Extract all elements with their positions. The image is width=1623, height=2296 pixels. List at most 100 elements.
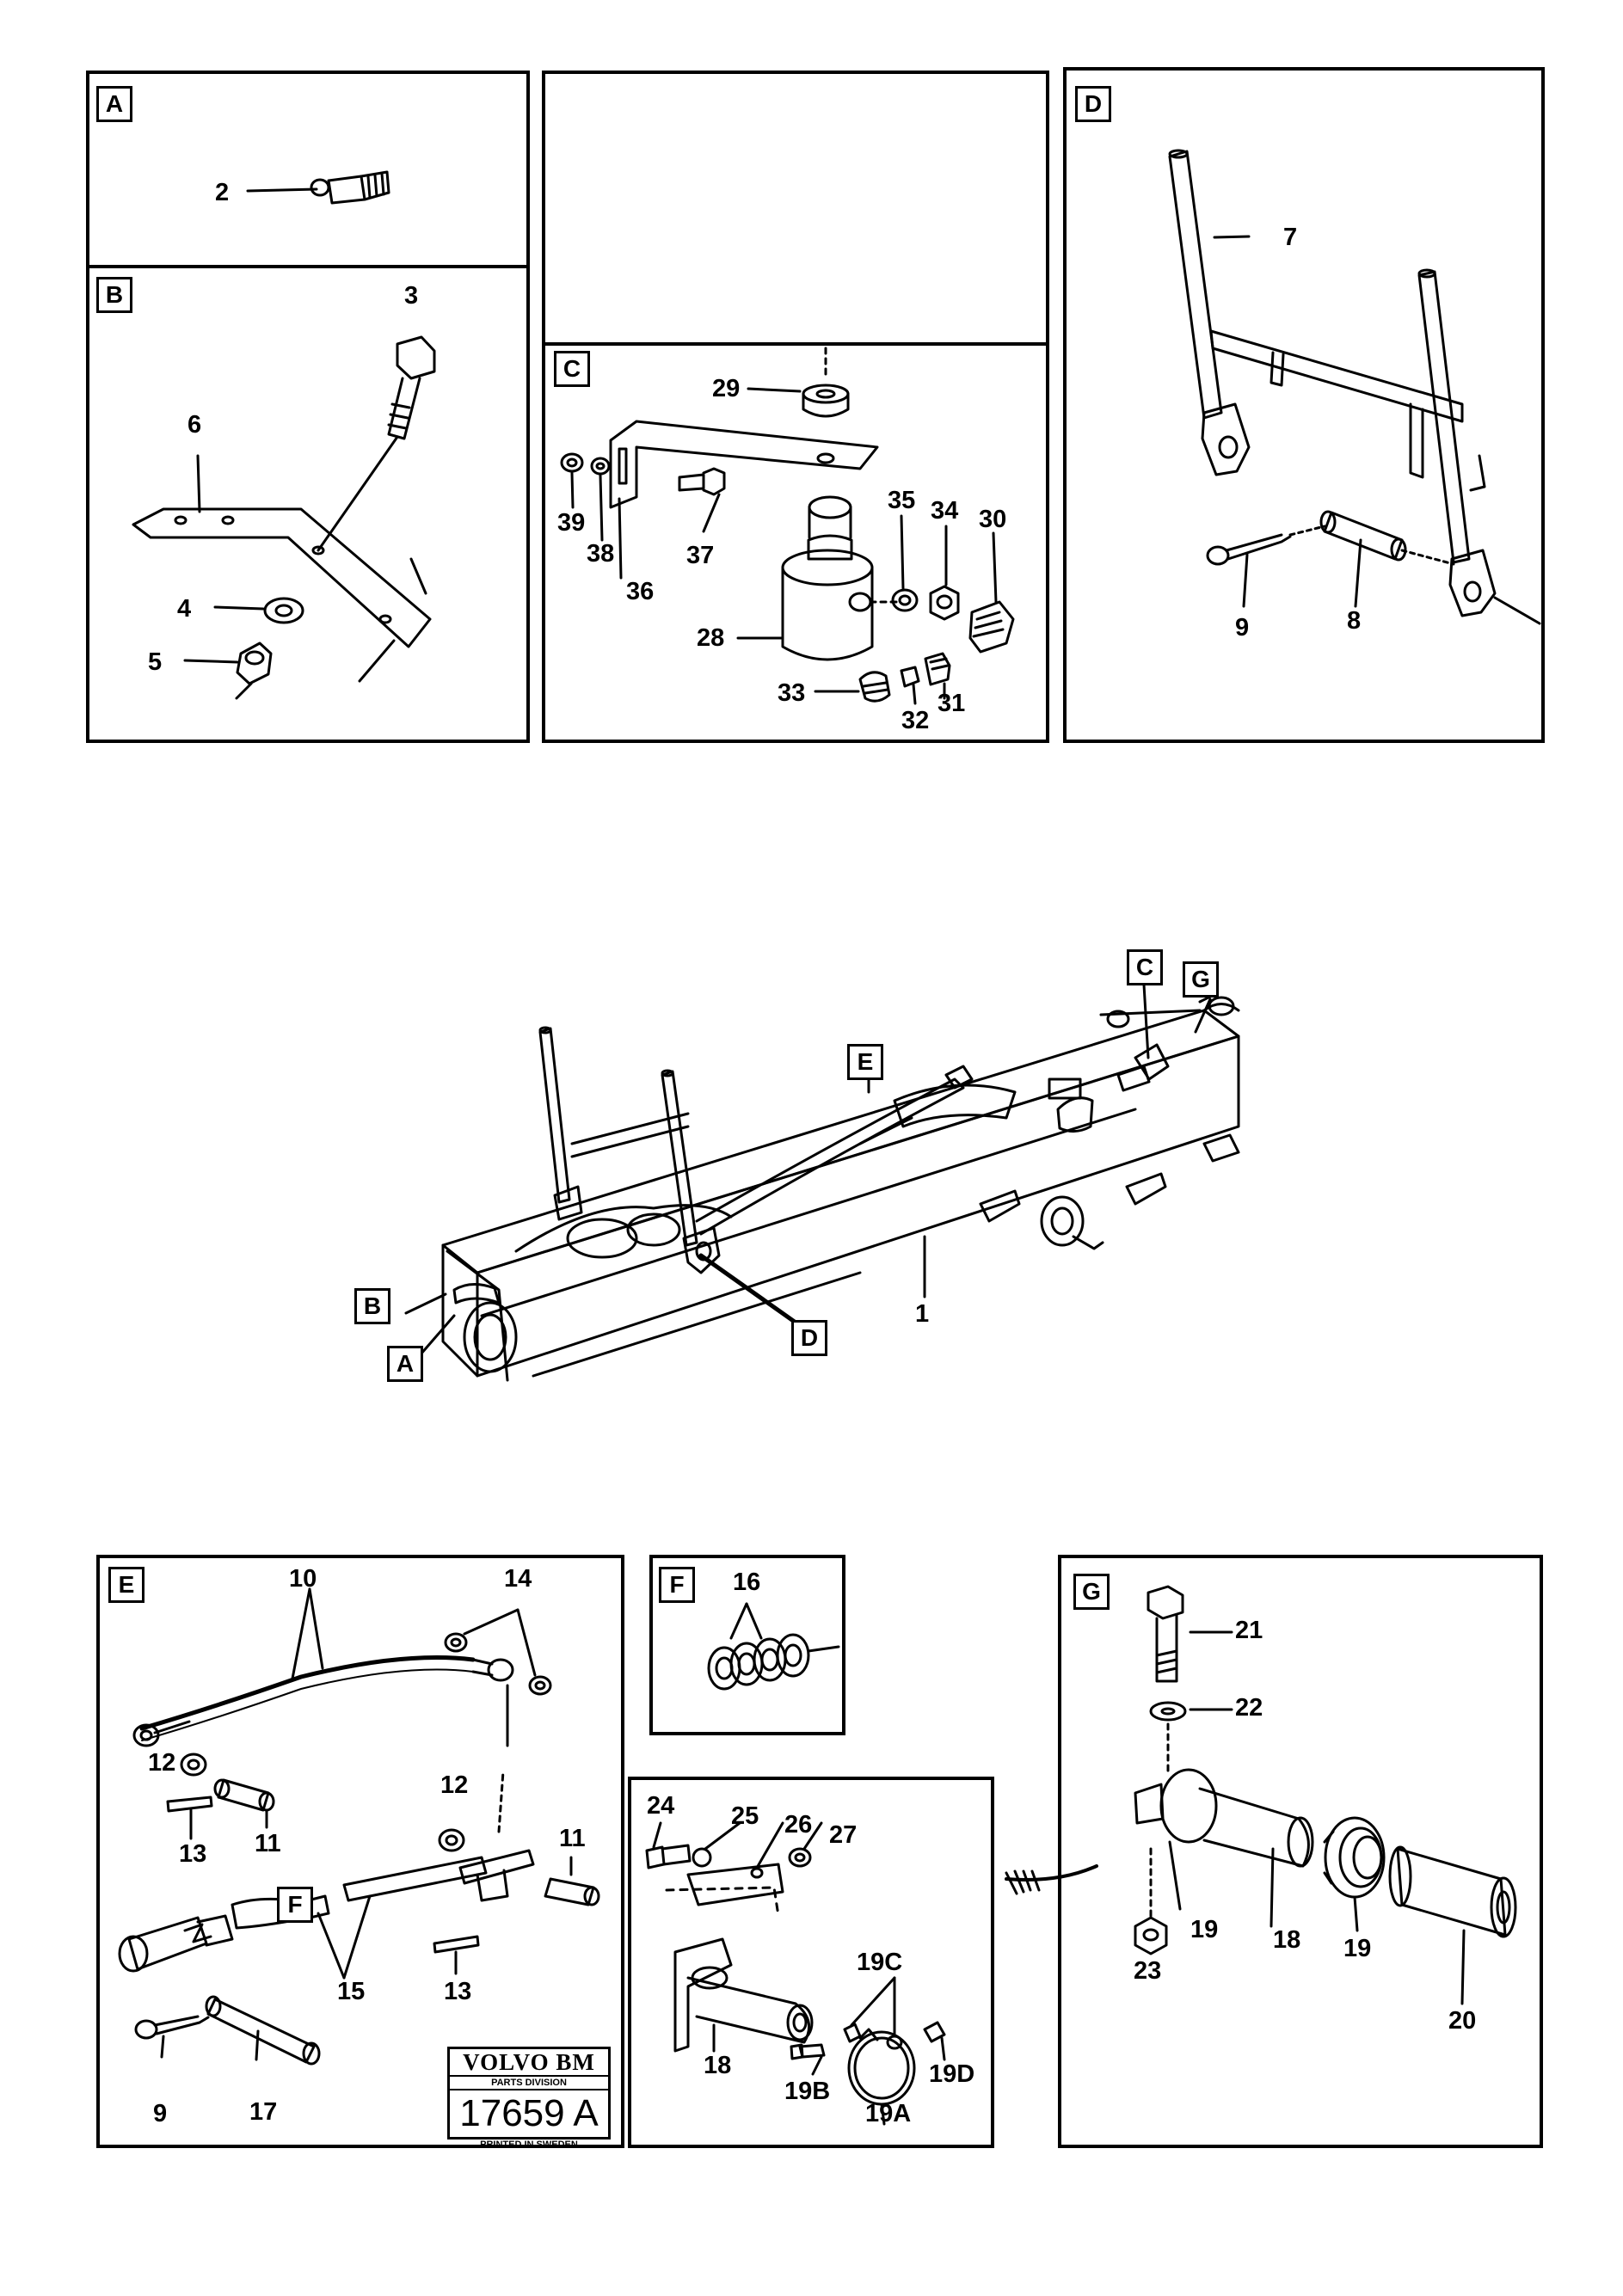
- callout-32: 32: [901, 707, 930, 734]
- panel-tag-b: B: [96, 277, 132, 313]
- callout-35: 35: [888, 487, 916, 514]
- callout-27: 27: [829, 1821, 858, 1849]
- callout-18-mid: 18: [704, 2052, 732, 2079]
- sub-tag-f: F: [277, 1887, 313, 1923]
- part-18-pivot-drawing: [1134, 1768, 1314, 1928]
- callout-17: 17: [249, 2098, 278, 2126]
- part-19-circlip-drawing: [790, 1976, 946, 2126]
- main-tag-d: D: [791, 1320, 827, 1356]
- callout-13-b: 13: [444, 1978, 472, 2005]
- part-39-38-washers-drawing: [560, 452, 611, 542]
- part-18-bracket-pin-drawing: [673, 1937, 814, 2053]
- part-2-bolt-drawing: [246, 170, 390, 205]
- callout-19b: 19B: [784, 2078, 831, 2105]
- callout-28: 28: [697, 624, 725, 652]
- callout-39: 39: [557, 509, 586, 537]
- callout-16: 16: [733, 1569, 761, 1596]
- part-28-cylinder-drawing: [736, 495, 898, 661]
- part-17-pin-drawing: [205, 1995, 321, 2066]
- callout-19a: 19A: [865, 2100, 912, 2127]
- panel-d: [1063, 67, 1545, 743]
- panel-tag-e: E: [108, 1567, 144, 1603]
- part-34-nut-drawing: [929, 525, 960, 621]
- main-levers-drawing: [538, 991, 1219, 1274]
- callout-5: 5: [148, 648, 163, 676]
- part-11-pin-drawing: [213, 1778, 600, 1906]
- callout-10: 10: [289, 1565, 317, 1593]
- callout-38: 38: [587, 540, 615, 568]
- part-13-pins-drawing: [166, 1796, 480, 1975]
- panel-c: [542, 342, 1049, 743]
- stamp-printed: PRINTED IN SWEDEN: [480, 2139, 578, 2150]
- callout-20: 20: [1448, 2007, 1477, 2035]
- callout-19c: 19C: [857, 1949, 903, 1976]
- part-24-27-hardware-drawing: [645, 1821, 823, 1918]
- pointer-arrow-drawing: [1005, 1864, 1098, 1895]
- callout-14: 14: [504, 1565, 532, 1593]
- panel-tag-g: G: [1073, 1574, 1110, 1610]
- part-3-bolt-drawing: [317, 335, 436, 552]
- callout-36: 36: [626, 578, 655, 605]
- callout-24: 24: [647, 1792, 675, 1820]
- stamp-division: PARTS DIVISION: [450, 2077, 608, 2090]
- main-tag-a: A: [387, 1346, 423, 1382]
- callout-15: 15: [337, 1978, 366, 2005]
- part-6-bracket-drawing: [132, 454, 432, 683]
- part-30-fitting-drawing: [968, 531, 1015, 654]
- callout-13-a: 13: [179, 1840, 207, 1868]
- callout-11-b: 11: [559, 1825, 586, 1852]
- callout-4: 4: [177, 595, 192, 623]
- part-22-washer-drawing: [1149, 1701, 1233, 1773]
- part-10-cable-drawing: [132, 1587, 514, 1747]
- main-leader-lines-drawing: [404, 983, 1212, 1362]
- panel-e: [96, 1555, 624, 2148]
- panel-tag-d: D: [1075, 86, 1111, 122]
- part-23-nut-drawing: [1134, 1847, 1168, 1955]
- panel-f: [649, 1555, 845, 1735]
- main-frame-drawing: [441, 996, 1240, 1382]
- callout-3: 3: [404, 282, 419, 310]
- part-36-bracket-drawing: [609, 420, 879, 580]
- main-tag-b: B: [354, 1288, 390, 1324]
- callout-12-b: 12: [440, 1771, 469, 1799]
- callout-34: 34: [931, 497, 959, 525]
- stamp-brand: VOLVO BM: [450, 2049, 608, 2077]
- part-9-cotter-pin-drawing-e: [134, 2015, 210, 2059]
- callout-7: 7: [1283, 224, 1298, 251]
- callout-22: 22: [1235, 1694, 1263, 1722]
- panel-mid: [628, 1777, 994, 2148]
- callout-19d: 19D: [929, 2060, 975, 2088]
- panel-tag-f: F: [659, 1567, 695, 1603]
- callout-8: 8: [1347, 607, 1362, 635]
- main-tag-g: G: [1183, 961, 1219, 998]
- part-37-bolt-drawing: [678, 467, 726, 533]
- callout-11-a: 11: [255, 1830, 281, 1857]
- callout-21: 21: [1235, 1617, 1263, 1644]
- part-16-bushing-drawing: [118, 1914, 234, 1973]
- callout-37: 37: [686, 542, 715, 569]
- part-16-seals-drawing: [707, 1602, 840, 1691]
- panel-b: [86, 265, 530, 743]
- volvo-bm-stamp: VOLVO BM PARTS DIVISION 17659 A PRINTED …: [447, 2047, 611, 2150]
- part-35-ring-drawing: [891, 514, 919, 612]
- callout-9: 9: [1235, 614, 1250, 642]
- panel-tag-a: A: [96, 86, 132, 122]
- part-20-bushing-drawing: [1388, 1845, 1517, 2005]
- part-21-bolt-drawing: [1147, 1585, 1233, 1683]
- callout-19-g-a: 19: [1190, 1916, 1219, 1943]
- panel-tag-c: C: [554, 351, 590, 387]
- callout-19-g-b: 19: [1343, 1935, 1372, 1962]
- callout-12-a: 12: [148, 1749, 176, 1777]
- callout-26: 26: [784, 1811, 813, 1839]
- callout-1: 1: [915, 1300, 930, 1328]
- panel-g: [1058, 1555, 1543, 2148]
- part-14-washers-drawing: [444, 1608, 552, 1747]
- main-tag-c: C: [1127, 949, 1163, 985]
- part-8-pin-drawing: [1319, 510, 1455, 608]
- callout-29: 29: [712, 375, 741, 402]
- callout-2: 2: [215, 179, 230, 206]
- part-4-washer-drawing: [213, 597, 304, 624]
- part-9-cotter-pin-drawing: [1206, 525, 1326, 608]
- callout-18-g: 18: [1273, 1926, 1301, 1954]
